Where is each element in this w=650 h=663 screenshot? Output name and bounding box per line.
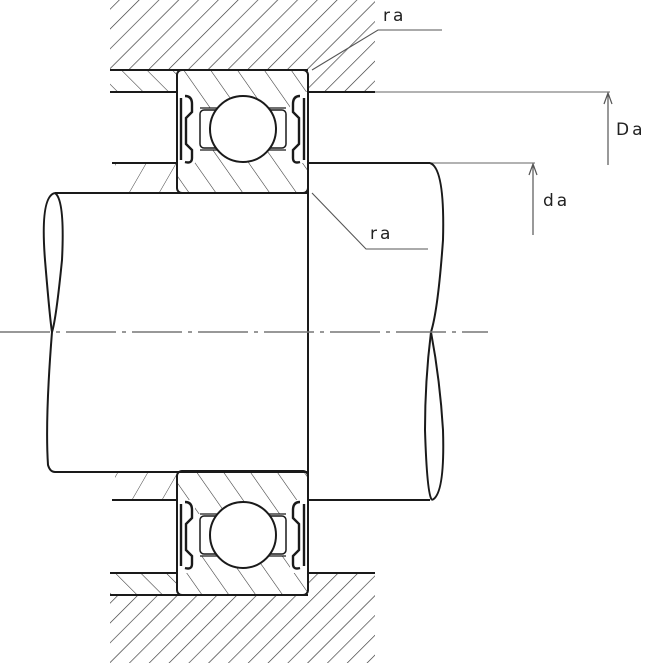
dimension-da — [528, 162, 538, 235]
bearing-top — [176, 69, 309, 194]
dimension-Da — [603, 91, 613, 165]
label-ra-housing-fillet: ra — [383, 6, 407, 26]
label-ra-shaft-fillet: ra — [370, 224, 394, 244]
ball — [209, 501, 277, 569]
label-Da: Da — [616, 120, 646, 140]
spacer-ring-top — [112, 162, 177, 193]
bearing-bottom — [176, 470, 309, 596]
spacer-ring-bottom — [112, 472, 177, 501]
housing-top — [110, 0, 610, 93]
ball — [209, 95, 277, 163]
leader-ra-bottom — [311, 192, 428, 250]
label-da: da — [543, 191, 571, 211]
leader-ra-top — [311, 29, 442, 71]
